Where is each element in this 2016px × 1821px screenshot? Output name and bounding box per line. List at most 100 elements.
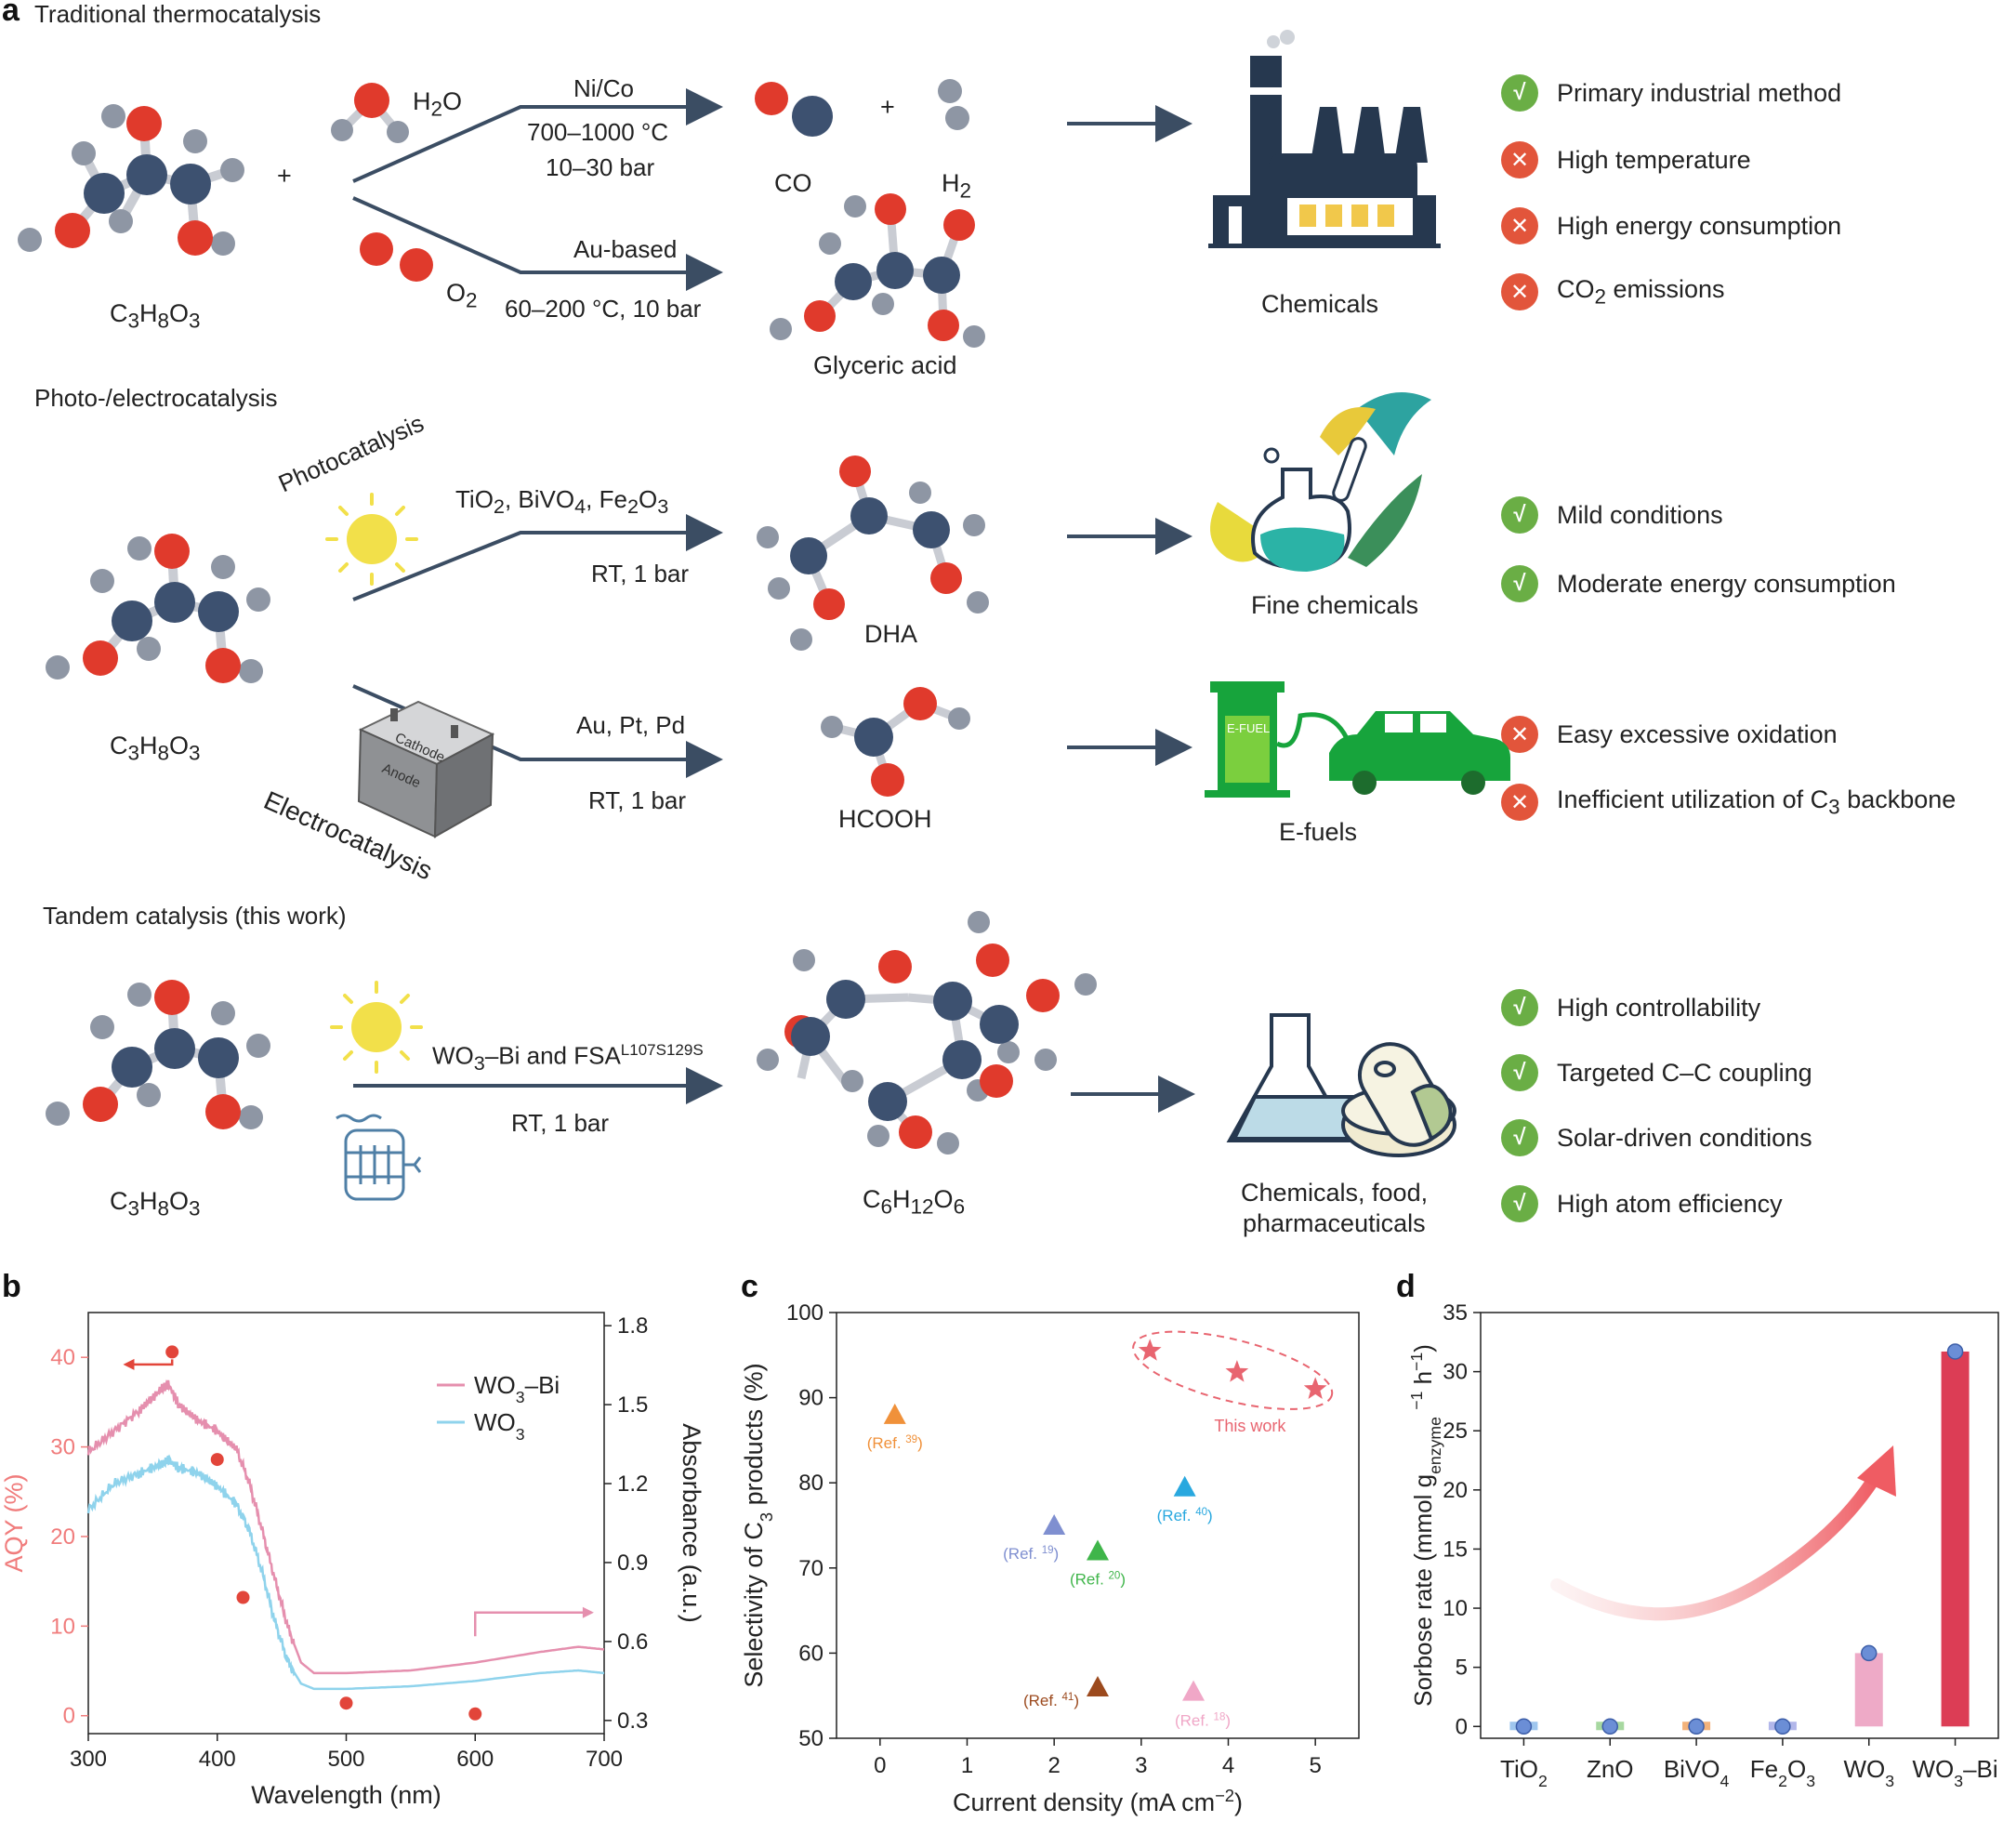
feature-item: √Mild conditions: [1501, 496, 1723, 534]
panel-b-letter: b: [2, 1269, 21, 1304]
plot-frame: [1480, 1312, 1999, 1739]
ref-label: (Ref. 20): [1070, 1570, 1126, 1588]
y-tick-label: 80: [798, 1471, 824, 1496]
cross-icon: ✕: [1501, 273, 1538, 310]
y-tick-label: 60: [798, 1641, 824, 1666]
y-tick-label: 0: [1456, 1714, 1468, 1739]
fuel-pump-icon: E-FUEL: [1205, 681, 1359, 798]
x-tick-label: WO3–Bi: [1912, 1755, 1997, 1790]
glyceric-acid-molecule: [770, 193, 985, 348]
tandem-cond: RT, 1 bar: [511, 1109, 610, 1137]
bar-value-marker: [1946, 1343, 1964, 1360]
x-tick-label: 5: [1309, 1753, 1321, 1778]
this-work-ellipse: [1132, 1330, 1334, 1410]
aqy-point: [339, 1696, 353, 1710]
y-tick-label: 70: [798, 1556, 824, 1581]
triangle-marker: [883, 1403, 906, 1424]
car-icon: [1329, 711, 1510, 795]
feature-item: √Targeted C–C coupling: [1501, 1054, 1812, 1091]
route1-cond1: 700–1000 °C: [527, 118, 669, 146]
electro-cond: RT, 1 bar: [588, 786, 687, 814]
panel-c-letter: c: [741, 1269, 758, 1304]
x-tick-label: BiVO4: [1664, 1755, 1730, 1790]
route1-cond2: 10–30 bar: [546, 153, 655, 181]
y-axis-label: Selectivity of C3 products (%): [740, 1363, 776, 1687]
bar-value-marker: [1861, 1644, 1878, 1662]
ref-label: (Ref. 41): [1023, 1692, 1079, 1709]
electro-catalysts: Au, Pt, Pd: [576, 711, 686, 739]
glycerol-molecule-3: [46, 980, 270, 1129]
x-tick-label: TiO2: [1500, 1755, 1548, 1790]
triangle-marker: [1087, 1676, 1109, 1697]
bioreactor-icon: [336, 1114, 422, 1201]
y-tick-label: 10: [1443, 1596, 1468, 1621]
trend-arrow: [1550, 1467, 1884, 1621]
bar-value-marker: [1774, 1718, 1791, 1735]
tandem-title: Tandem catalysis (this work): [43, 902, 347, 930]
x-tick-label: 4: [1222, 1753, 1234, 1778]
triangle-marker: [1173, 1475, 1196, 1497]
application-e-fuels: E-fuels: [1279, 818, 1358, 846]
ref-label: (Ref. 40): [1157, 1507, 1213, 1524]
this-work-label: This work: [1214, 1417, 1286, 1435]
feature-item: ✕High temperature: [1501, 141, 1751, 178]
check-icon: √: [1501, 74, 1538, 112]
y-right-axis-label: Absorbance (a.u.): [678, 1423, 705, 1623]
y-left-tick-label: 10: [50, 1614, 75, 1639]
y-tick-label: 5: [1456, 1656, 1468, 1681]
tandem-route-arrows: [353, 1067, 1195, 1113]
check-icon: √: [1501, 496, 1538, 534]
photo-cond: RT, 1 bar: [591, 560, 690, 587]
plot-frame: [836, 1312, 1360, 1739]
star-marker: [1138, 1339, 1162, 1361]
aqy-point: [236, 1590, 250, 1604]
glycerol-molecule-2: [46, 534, 270, 683]
photo-catalysts: TiO2, BiVO4, Fe2O3: [455, 485, 669, 519]
cross-icon: ✕: [1501, 784, 1538, 821]
y-left-tick-label: 40: [50, 1345, 75, 1370]
dha-molecule: [757, 455, 989, 651]
triangle-marker: [1043, 1514, 1066, 1535]
feature-item: √High atom efficiency: [1501, 1185, 1783, 1222]
product-hcooh: HCOOH: [838, 805, 932, 833]
feature-item: ✕High energy consumption: [1501, 207, 1841, 244]
tandem-catalyst: WO3–Bi and FSAL107S129S: [432, 1041, 704, 1075]
y-tick-label: 90: [798, 1386, 824, 1411]
hcooh-molecule: [821, 687, 970, 797]
y-left-tick-label: 20: [50, 1524, 75, 1550]
application-chemicals: Chemicals: [1261, 290, 1379, 318]
check-icon: √: [1501, 989, 1538, 1026]
thermo-title: Traditional thermocatalysis: [34, 0, 322, 28]
left-axis-arrow: [133, 1359, 174, 1366]
y-right-tick-label: 1.8: [617, 1313, 648, 1339]
product-c6h12o6: C6H12O6: [863, 1185, 966, 1219]
sun-icon: [325, 493, 418, 586]
star-marker: [1225, 1360, 1249, 1382]
y-tick-label: 25: [1443, 1419, 1468, 1444]
panel-d-letter: d: [1396, 1269, 1416, 1304]
panel-a-letter: a: [2, 0, 20, 28]
cross-icon: ✕: [1501, 207, 1538, 244]
photo-reactant: C3H8O3: [110, 732, 201, 765]
application-chemicals-food: Chemicals, food,: [1241, 1179, 1429, 1207]
triangle-marker: [1087, 1539, 1109, 1561]
oxygen-molecule: [360, 232, 433, 282]
thermo-route-arrows: [352, 88, 1192, 291]
x-tick-label: 2: [1048, 1753, 1060, 1778]
feature-item: ✕CO2 emissions: [1501, 273, 1725, 310]
tandem-reactant: C3H8O3: [110, 1187, 201, 1221]
photo-title: Photo-/electrocatalysis: [34, 384, 278, 412]
sun-icon: [330, 981, 423, 1074]
ref-label: (Ref. 19): [1003, 1545, 1059, 1563]
route2-catalyst: Au-based: [573, 235, 678, 263]
series-line: [86, 1379, 605, 1675]
co-molecule: [755, 82, 833, 137]
product-plus: +: [880, 93, 895, 121]
x-tick-label: 0: [874, 1753, 886, 1778]
left-axis-arrowhead: [123, 1358, 135, 1370]
y-right-tick-label: 0.9: [617, 1550, 648, 1576]
y-tick-label: 35: [1443, 1300, 1468, 1326]
feature-item: ✕Inefficient utilization of C3 backbone: [1501, 784, 1956, 821]
star-marker: [1303, 1377, 1327, 1399]
